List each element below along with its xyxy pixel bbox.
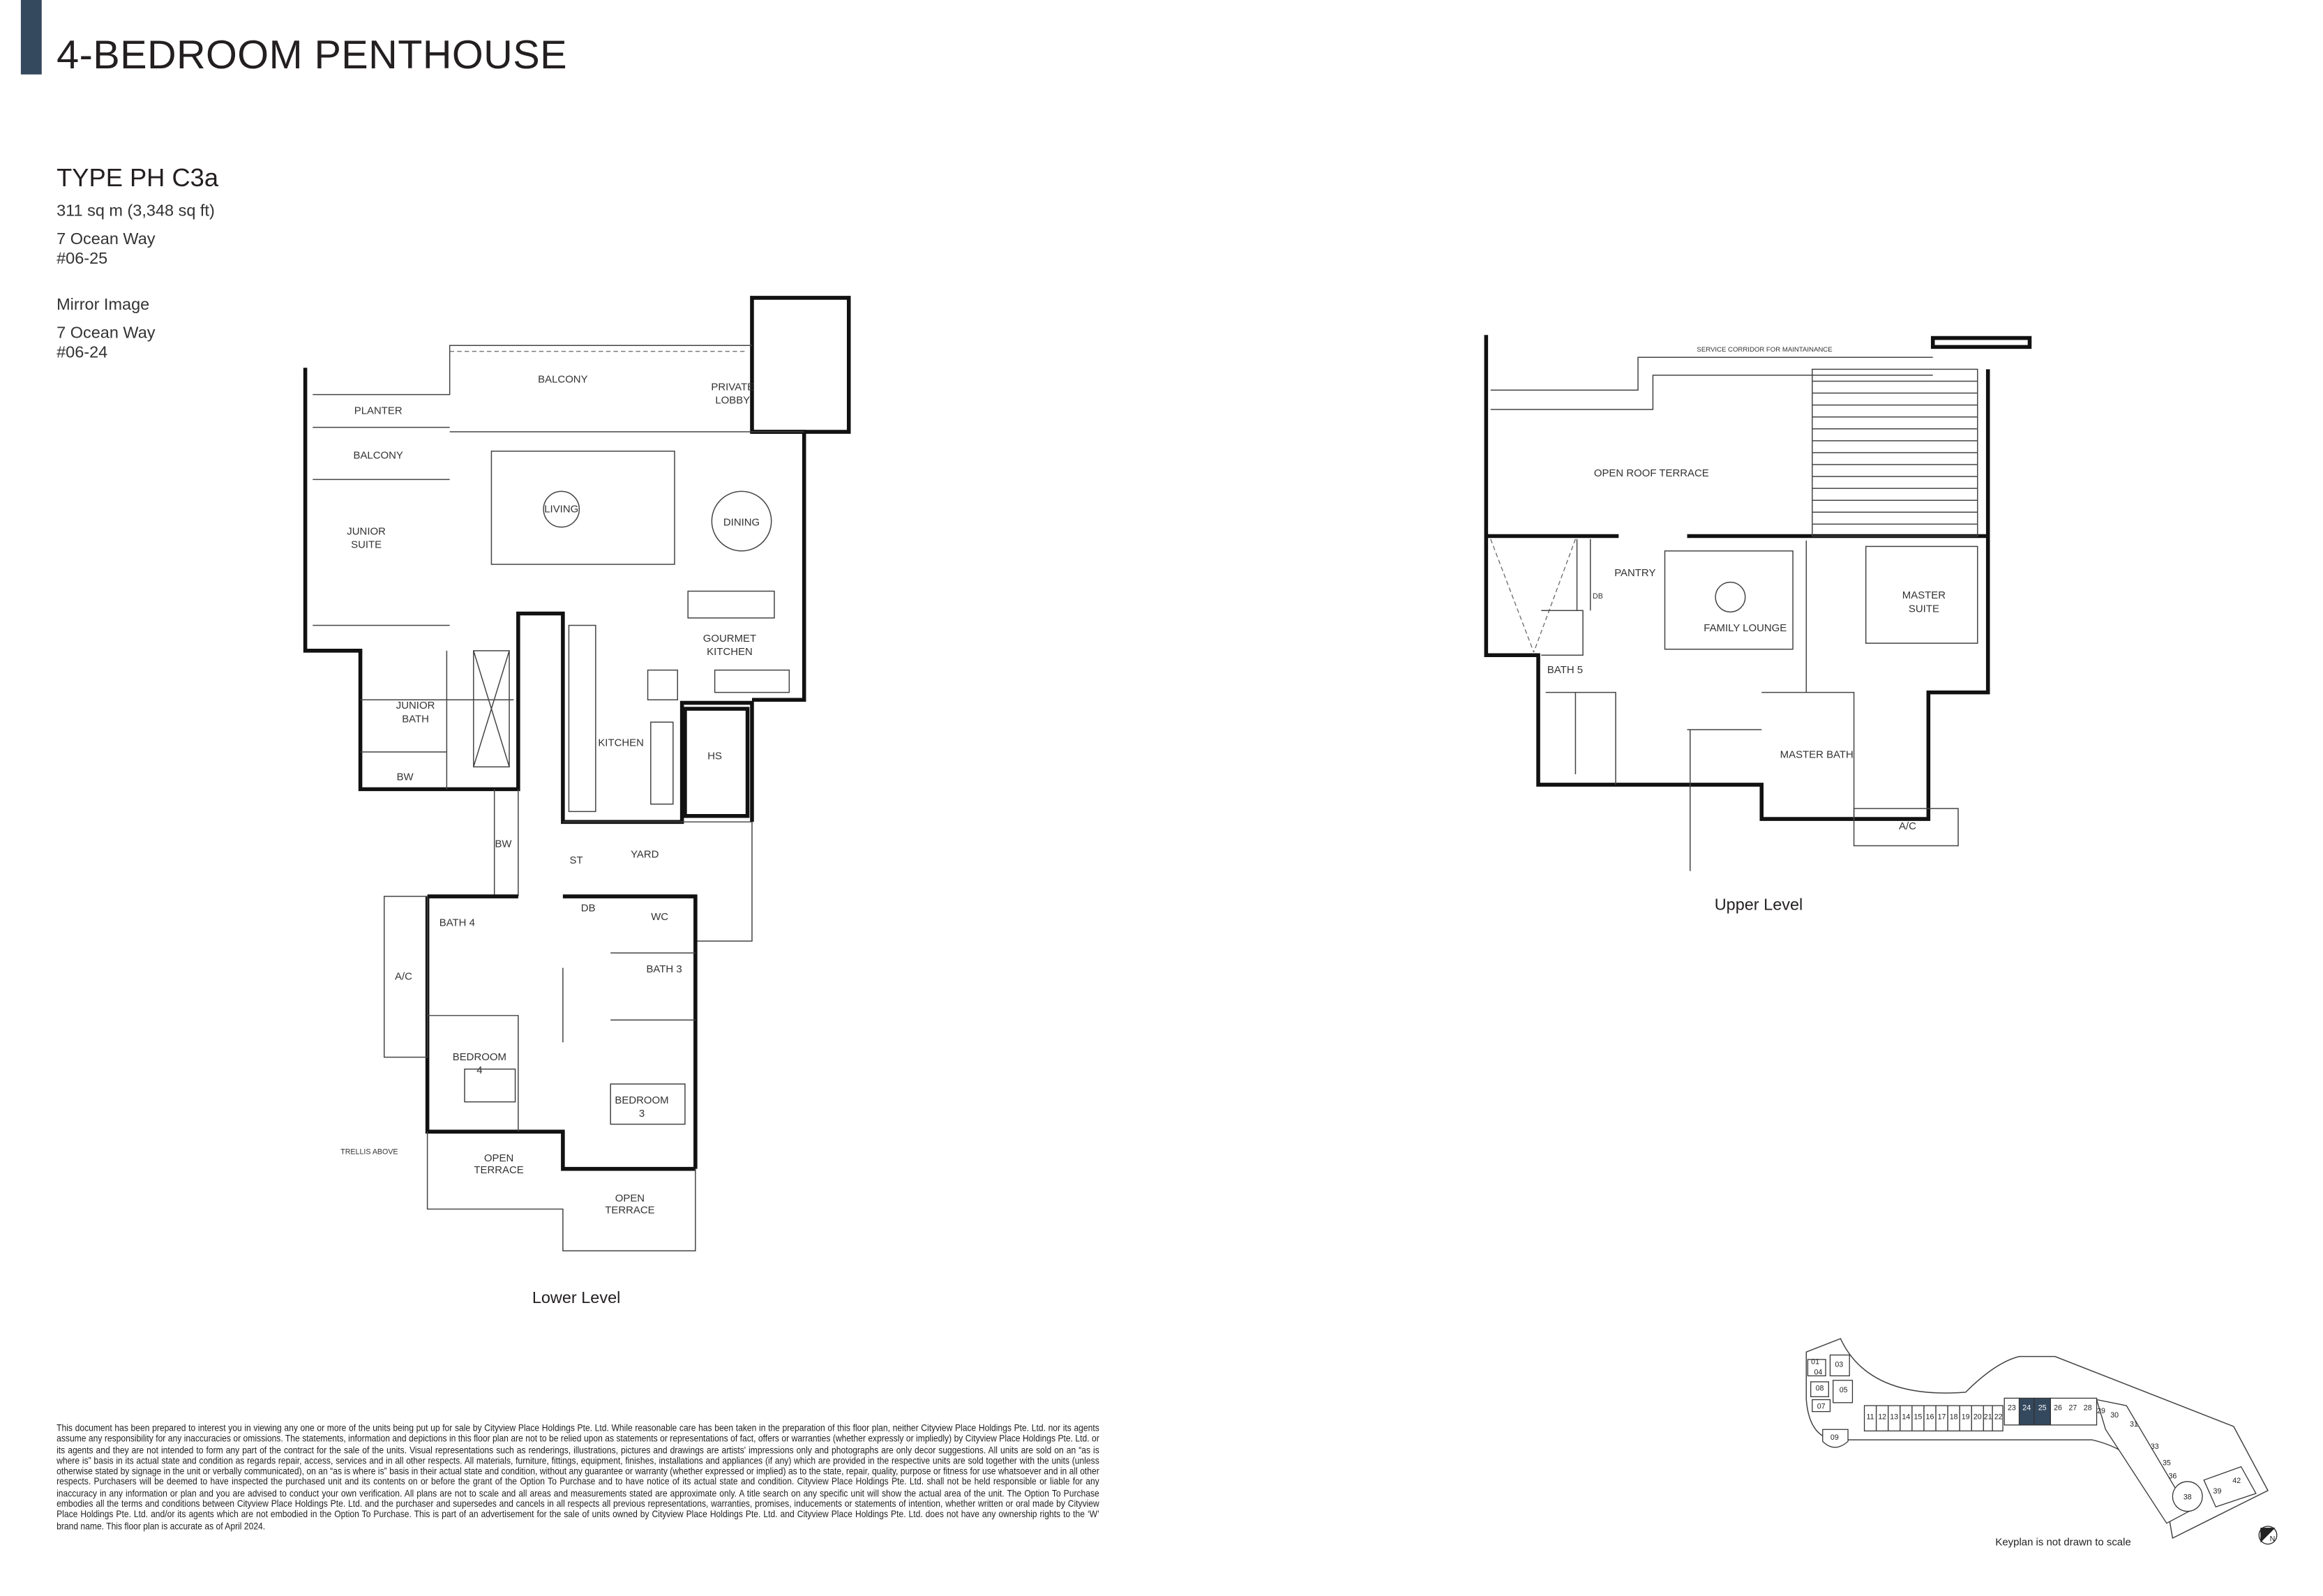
lower-level-title: Lower Level: [532, 1288, 621, 1307]
keyplan-unit-label: 04: [1814, 1368, 1822, 1376]
keyplan-note: Keyplan is not drawn to scale: [1995, 1538, 2131, 1549]
room-label: A/C: [395, 971, 412, 983]
mirror-address: 7 Ocean Way: [57, 324, 156, 342]
keyplan-unit-label: 03: [1835, 1361, 1843, 1369]
room-label: JUNIOR: [396, 700, 435, 712]
keyplan-unit-label: 42: [2232, 1477, 2241, 1485]
room-label: SUITE: [351, 539, 382, 551]
room-label: WC: [651, 911, 668, 923]
keyplan-unit-label: 11: [1867, 1413, 1874, 1421]
north-label: N: [2270, 1535, 2276, 1543]
room-label: JUNIOR: [347, 525, 386, 537]
room-label: YARD: [631, 849, 659, 861]
room-label: BALCONY: [353, 449, 403, 461]
room-label: SERVICE CORRIDOR FOR MAINTAINANCE: [1697, 346, 1832, 354]
page-title: 4-BEDROOM PENTHOUSE: [57, 32, 567, 78]
keyplan-unit-label: 05: [1840, 1386, 1848, 1394]
room-label: A/C: [1899, 820, 1916, 832]
room-label: 4: [476, 1064, 482, 1076]
accent-bar: [20, 0, 42, 75]
room-label: BATH: [402, 713, 429, 725]
room-label: PANTRY: [1614, 567, 1655, 579]
keyplan-unit-label: 35: [2163, 1459, 2171, 1467]
keyplan-unit-label: 19: [1962, 1413, 1970, 1421]
room-label: DINING: [723, 517, 760, 529]
room-label: PLANTER: [354, 405, 403, 416]
room-label: MASTER BATH: [1780, 749, 1854, 761]
keyplan-unit-label: 23: [2008, 1403, 2016, 1412]
keyplan-unit-label: 15: [1914, 1413, 1922, 1421]
roof-hatching: [1812, 368, 1978, 537]
room-label: HS: [707, 751, 722, 762]
room-label: TRELLIS ABOVE: [340, 1147, 398, 1156]
keyplan-unit-label: 31: [2130, 1420, 2138, 1429]
keyplan-unit-label: 22: [1994, 1413, 2003, 1421]
room-label: BEDROOM: [453, 1051, 506, 1063]
keyplan-unit-label: 28: [2084, 1403, 2092, 1412]
room-label: KITCHEN: [707, 646, 753, 658]
legal-disclaimer: This document has been prepared to inter…: [57, 1423, 1099, 1532]
keyplan-unit-label: 08: [1816, 1385, 1824, 1393]
lower-level-plan: PLANTER BALCONY BALCONY PRIVATE LOBBY LI…: [303, 296, 851, 1307]
keyplan-unit-label: 07: [1817, 1402, 1826, 1410]
room-label: KITCHEN: [598, 737, 644, 748]
room-label: BALCONY: [538, 374, 587, 386]
keyplan-unit-label: 18: [1950, 1413, 1958, 1421]
room-label: OPEN: [615, 1193, 645, 1205]
keyplan-unit-label: 39: [2213, 1487, 2222, 1496]
room-label: BATH 4: [439, 917, 475, 929]
keyplan-unit-label: 13: [1890, 1413, 1898, 1421]
keyplan-unit-label: 16: [1926, 1413, 1934, 1421]
mirror-label: Mirror Image: [57, 296, 150, 315]
upper-level-title: Upper Level: [1715, 895, 1803, 913]
room-label: ST: [570, 855, 583, 866]
room-label: FAMILY LOUNGE: [1704, 622, 1787, 634]
keyplan-unit-label: 24: [2022, 1403, 2031, 1412]
room-label: LOBBY: [715, 394, 750, 406]
unit-area: 311 sq m (3,348 sq ft): [57, 202, 215, 220]
room-label: BATH 3: [646, 963, 682, 975]
room-label: OPEN ROOF TERRACE: [1594, 467, 1709, 479]
room-label: LIVING: [544, 503, 578, 515]
unit-number: #06-25: [57, 250, 108, 269]
keyplan-unit-label: 01: [1811, 1357, 1819, 1366]
keyplan-unit-label: 09: [1830, 1433, 1839, 1442]
upper-level-plan: SERVICE CORRIDOR FOR MAINTAINANCE OPEN R…: [1484, 335, 2032, 913]
north-arrow-icon: N: [2258, 1526, 2278, 1545]
keyplan-unit-label: 27: [2068, 1403, 2077, 1412]
keyplan-unit-label: 38: [2183, 1493, 2192, 1502]
room-label: TERRACE: [474, 1164, 523, 1176]
room-label: OPEN: [484, 1152, 513, 1164]
keyplan-unit-label: 36: [2168, 1473, 2177, 1481]
room-label: BW: [495, 838, 512, 850]
room-label: BW: [397, 771, 414, 783]
keyplan-unit-label: 21: [1984, 1413, 1992, 1421]
unit-type: TYPE PH C3a: [57, 163, 219, 193]
room-label: DB: [581, 902, 596, 914]
unit-address: 7 Ocean Way: [57, 230, 156, 249]
room-label: DB: [1593, 592, 1603, 601]
room-label: BEDROOM: [615, 1094, 668, 1106]
room-label: PRIVATE: [711, 381, 754, 393]
room-label: MASTER: [1902, 589, 1946, 601]
room-label: TERRACE: [605, 1205, 654, 1217]
keyplan-unit-label: 30: [2110, 1411, 2119, 1420]
room-label: GOURMET: [703, 633, 756, 645]
keyplan-unit-label: 25: [2038, 1403, 2047, 1412]
keyplan-unit-label: 26: [2054, 1403, 2062, 1412]
keyplan-unit-label: 14: [1902, 1413, 1910, 1421]
keyplan-unit-label: 12: [1878, 1413, 1886, 1421]
room-label: 3: [639, 1108, 645, 1120]
keyplan-unit-label: 33: [2151, 1443, 2159, 1451]
mirror-unit-number: #06-24: [57, 344, 108, 362]
room-label: BATH 5: [1547, 664, 1583, 676]
keyplan-unit-label: 29: [2097, 1407, 2105, 1415]
room-label: SUITE: [1909, 603, 1939, 615]
keyplan-unit-label: 20: [1974, 1413, 1982, 1421]
keyplan-unit-label: 17: [1938, 1413, 1946, 1421]
keyplan: 01 03 04 08 05 07 09 11 12 13 14 15 16 1…: [1805, 1338, 2278, 1545]
